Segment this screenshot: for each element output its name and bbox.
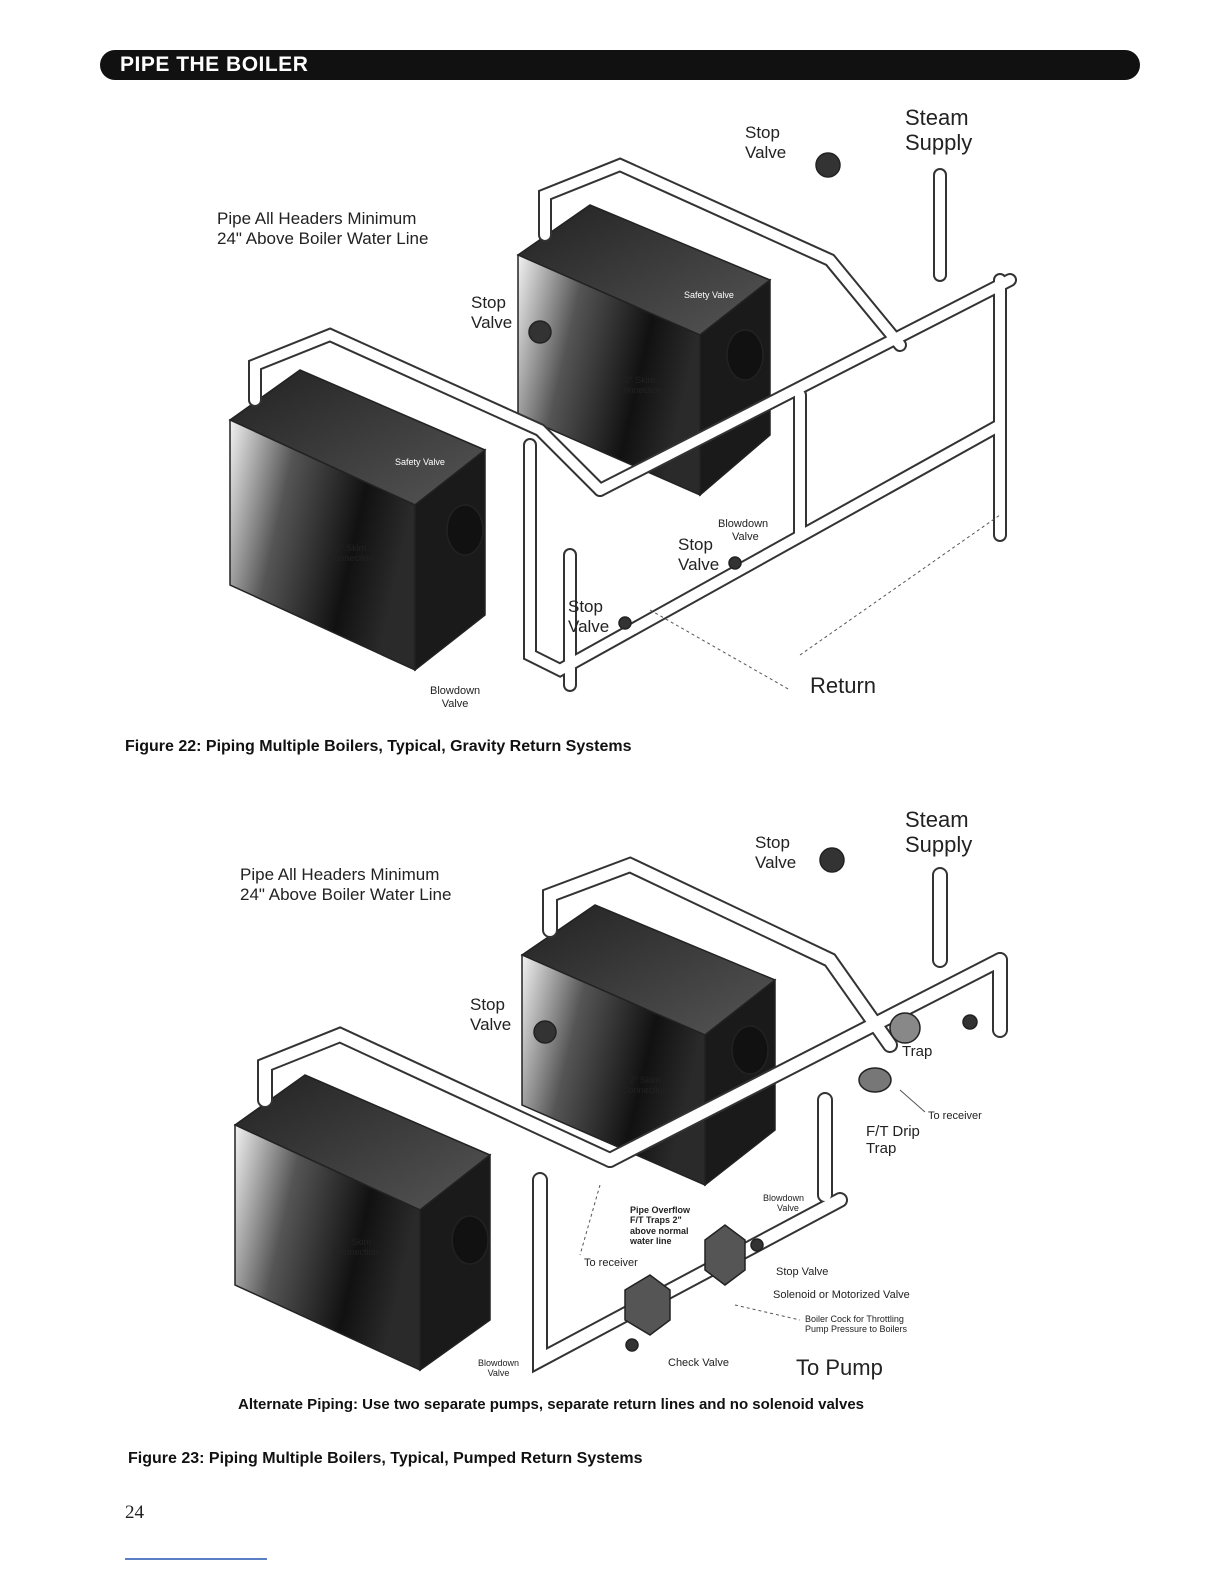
label-solenoid: Solenoid or Motorized Valve [773, 1289, 910, 1301]
section-title: PIPE THE BOILER [120, 53, 309, 76]
label-safety-valve-front: Safety Valve [395, 457, 445, 467]
stop-valve-wheel-top [815, 152, 841, 178]
label-return: Return [810, 673, 877, 698]
stop-valve-wheel-low [728, 556, 742, 570]
figure-22-illustration [228, 152, 1017, 692]
stop-valve-wheel-mid [528, 320, 552, 344]
page-number: 24 [125, 1502, 144, 1523]
section-header-bar: PIPE THE BOILER [100, 50, 1140, 80]
solenoid-valve-box-2 [624, 1274, 671, 1336]
label-check-valve: Check Valve [668, 1357, 729, 1369]
label-to-receiver-right: To receiver [928, 1110, 982, 1122]
label-stop-valve-right: Stop Valve [776, 1266, 829, 1278]
label-safety-valve-back: Safety Valve [684, 290, 734, 300]
figure-23-caption: Figure 23: Piping Multiple Boilers, Typi… [128, 1450, 643, 1467]
label-to-receiver-left: To receiver [584, 1257, 638, 1269]
label-trap: Trap [902, 1043, 933, 1060]
figure-23-illustration [233, 847, 1008, 1374]
stop-valve-wheel-front [618, 616, 632, 630]
figure-22-caption: Figure 22: Piping Multiple Boilers, Typi… [125, 738, 632, 755]
solenoid-valve-box-1 [704, 1224, 746, 1286]
alternate-piping-note: Alternate Piping: Use two separate pumps… [238, 1396, 865, 1413]
label-to-pump: To Pump [796, 1355, 883, 1380]
footer-rule [125, 1558, 267, 1560]
